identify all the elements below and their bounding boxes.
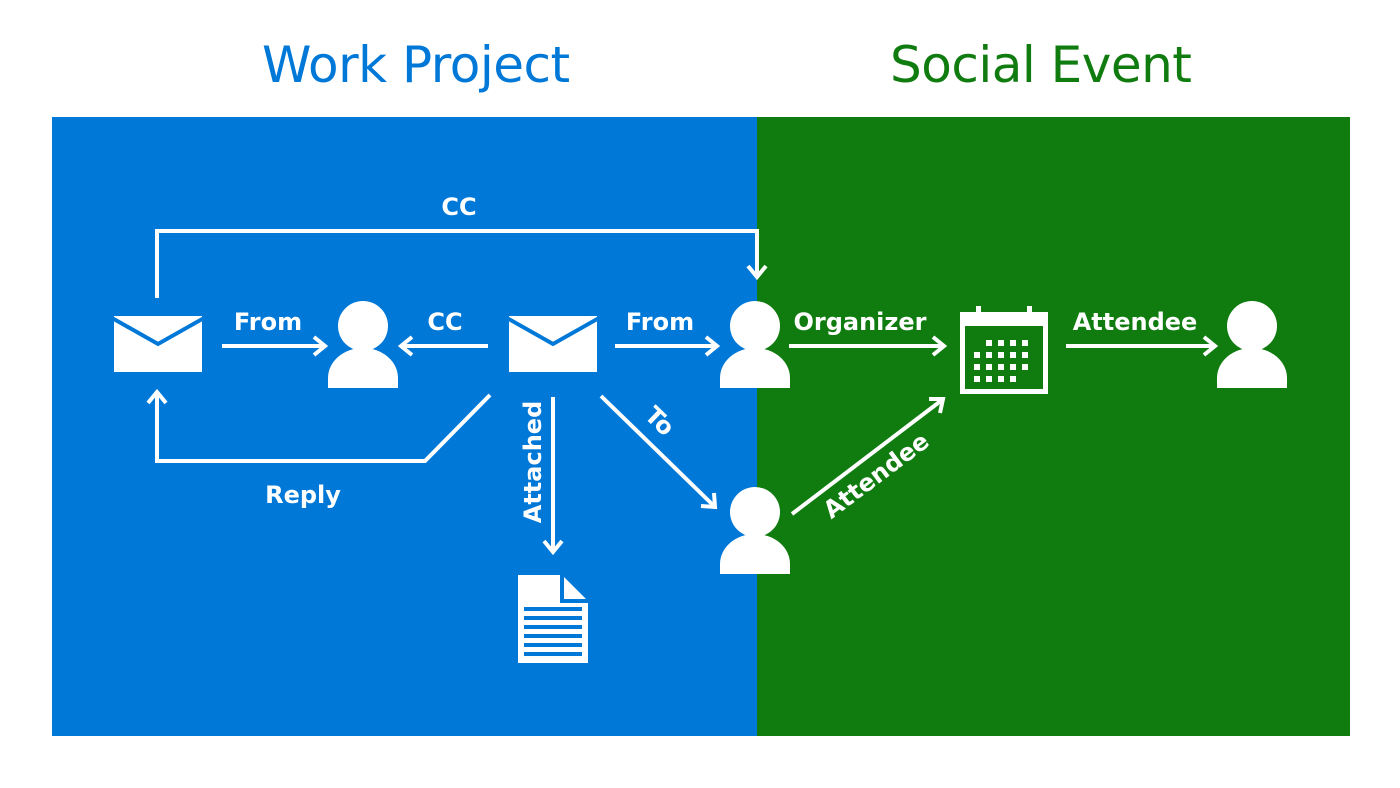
attached-label: Attached bbox=[519, 401, 547, 523]
reply-connector bbox=[146, 388, 492, 463]
work-project-panel bbox=[52, 117, 757, 736]
envelope-icon bbox=[509, 316, 597, 372]
social-event-title: Social Event bbox=[890, 36, 1192, 94]
attached-connector bbox=[542, 397, 564, 556]
cc-top-label: CC bbox=[441, 193, 476, 221]
attendee-diag-connector bbox=[790, 397, 946, 516]
cc-mid-connector bbox=[397, 335, 488, 357]
person-icon bbox=[720, 301, 790, 388]
person-icon bbox=[720, 487, 790, 574]
person-icon bbox=[328, 301, 398, 388]
attendee-right-connector bbox=[1066, 335, 1219, 357]
from-left-label: From bbox=[234, 308, 302, 336]
from-left-connector bbox=[222, 335, 329, 357]
person-icon bbox=[1217, 301, 1287, 388]
cc-top-connector bbox=[155, 229, 768, 298]
calendar-icon bbox=[960, 306, 1048, 394]
to-label: To bbox=[639, 401, 680, 442]
organizer-label: Organizer bbox=[793, 308, 926, 336]
cc-mid-label: CC bbox=[427, 308, 462, 336]
social-event-panel bbox=[757, 117, 1350, 736]
work-project-title: Work Project bbox=[262, 36, 570, 94]
from-mid-label: From bbox=[626, 308, 694, 336]
to-connector bbox=[599, 394, 718, 510]
envelope-icon bbox=[114, 316, 202, 372]
attendee-right-label: Attendee bbox=[1073, 308, 1198, 336]
from-mid-connector bbox=[615, 335, 721, 357]
attendee-diag-label: Attendee bbox=[818, 427, 934, 524]
reply-label: Reply bbox=[265, 481, 341, 509]
document-icon bbox=[518, 575, 588, 663]
organizer-connector bbox=[789, 335, 948, 357]
